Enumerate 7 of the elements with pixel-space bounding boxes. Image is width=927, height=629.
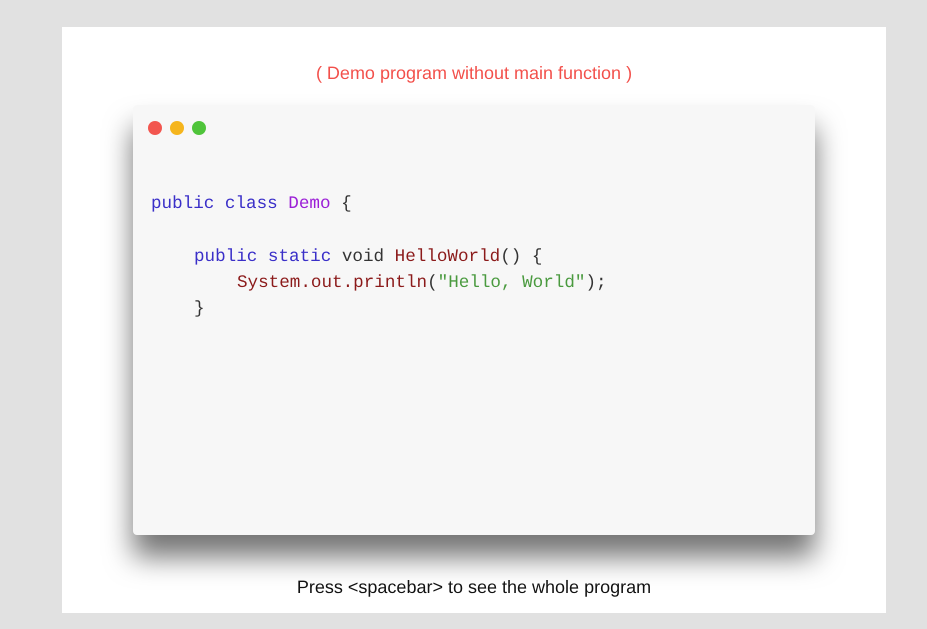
title: ( Demo program without main function ): [314, 63, 634, 84]
code-line: }: [194, 299, 205, 319]
code-window: [133, 105, 815, 535]
code-line: public static void HelloWorld() {: [194, 247, 542, 267]
code-line: public class Demo {: [151, 194, 352, 214]
caption: Press <spacebar> to see the whole program: [296, 577, 652, 598]
code-line: System.out.println("Hello, World");: [237, 273, 607, 293]
